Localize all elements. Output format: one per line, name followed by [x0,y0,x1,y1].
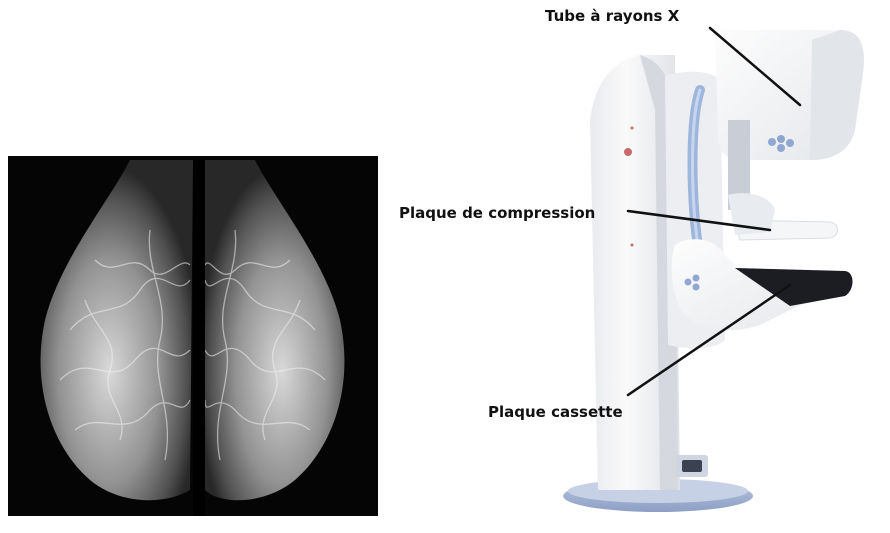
mammography-machine-illustration [563,30,864,512]
label-compression-plate: Plaque de compression [399,204,595,222]
mammogram-xray-image [8,156,378,516]
label-xray-tube: Tube à rayons X [545,7,679,25]
label-cassette-plate: Plaque cassette [488,403,623,421]
